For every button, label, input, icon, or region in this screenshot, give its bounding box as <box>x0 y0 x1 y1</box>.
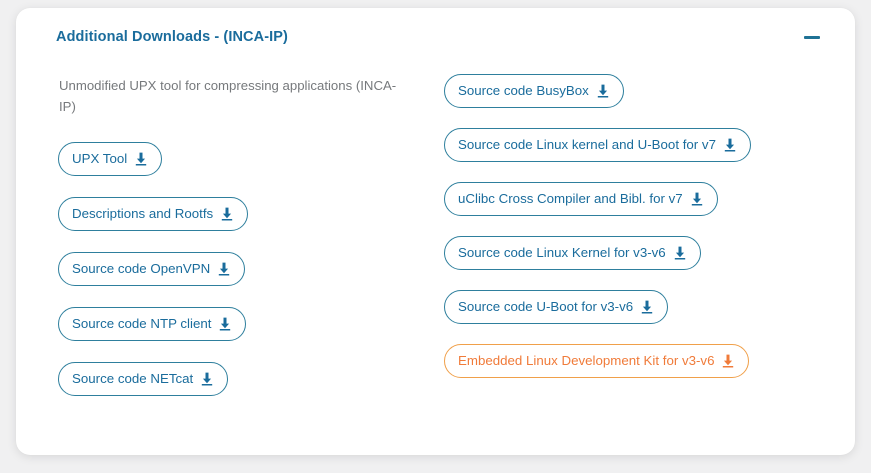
download-icon <box>201 372 213 386</box>
download-button-row: Source code BusyBox <box>444 74 834 108</box>
download-button[interactable]: Source code NETcat <box>58 362 228 396</box>
download-icon <box>597 84 609 98</box>
download-button-label: Descriptions and Rootfs <box>72 207 213 220</box>
left-column: Unmodified UPX tool for compressing appl… <box>58 66 438 417</box>
page-title: Additional Downloads - (INCA-IP) <box>56 29 288 45</box>
download-button-row: Source code NETcat <box>58 362 438 396</box>
download-button[interactable]: Source code U-Boot for v3-v6 <box>444 290 668 324</box>
download-button[interactable]: uClibc Cross Compiler and Bibl. for v7 <box>444 182 718 216</box>
section-description: Unmodified UPX tool for compressing appl… <box>59 75 404 117</box>
download-button[interactable]: Source code OpenVPN <box>58 252 245 286</box>
download-button-row: Source code Linux kernel and U-Boot for … <box>444 128 834 162</box>
download-button[interactable]: Source code Linux Kernel for v3-v6 <box>444 236 701 270</box>
download-button[interactable]: Embedded Linux Development Kit for v3-v6 <box>444 344 749 378</box>
download-button-row: Descriptions and Rootfs <box>58 197 438 231</box>
right-download-list: Source code BusyBoxSource code Linux ker… <box>444 74 834 378</box>
download-button-row: Source code NTP client <box>58 307 438 341</box>
download-button-label: Source code BusyBox <box>458 84 589 97</box>
download-button[interactable]: Source code NTP client <box>58 307 246 341</box>
additional-downloads-card: Additional Downloads - (INCA-IP) Unmodif… <box>16 8 855 455</box>
download-button-row: Source code OpenVPN <box>58 252 438 286</box>
right-column: Source code BusyBoxSource code Linux ker… <box>444 74 834 398</box>
download-button-row: Embedded Linux Development Kit for v3-v6 <box>444 344 834 378</box>
download-button[interactable]: Source code Linux kernel and U-Boot for … <box>444 128 751 162</box>
download-button-row: Source code Linux Kernel for v3-v6 <box>444 236 834 270</box>
download-button-label: Source code Linux Kernel for v3-v6 <box>458 246 666 259</box>
download-button-label: uClibc Cross Compiler and Bibl. for v7 <box>458 192 683 205</box>
card-header: Additional Downloads - (INCA-IP) <box>16 8 855 66</box>
download-button-label: Source code U-Boot for v3-v6 <box>458 300 633 313</box>
download-icon <box>724 138 736 152</box>
download-icon <box>135 152 147 166</box>
download-icon <box>691 192 703 206</box>
download-icon <box>221 207 233 221</box>
minus-icon <box>804 36 820 39</box>
download-icon <box>219 317 231 331</box>
download-icon <box>722 354 734 368</box>
download-button[interactable]: UPX Tool <box>58 142 162 176</box>
card-body: Unmodified UPX tool for compressing appl… <box>16 66 855 455</box>
download-icon <box>218 262 230 276</box>
download-button-label: Source code OpenVPN <box>72 262 210 275</box>
download-button-label: UPX Tool <box>72 152 127 165</box>
download-button-label: Source code NETcat <box>72 372 193 385</box>
left-download-list: UPX ToolDescriptions and RootfsSource co… <box>58 142 438 396</box>
download-button-label: Source code NTP client <box>72 317 211 330</box>
download-button[interactable]: Source code BusyBox <box>444 74 624 108</box>
download-button-label: Embedded Linux Development Kit for v3-v6 <box>458 354 714 367</box>
download-button-row: Source code U-Boot for v3-v6 <box>444 290 834 324</box>
download-icon <box>641 300 653 314</box>
download-button[interactable]: Descriptions and Rootfs <box>58 197 248 231</box>
collapse-section-button[interactable] <box>799 24 825 50</box>
download-button-label: Source code Linux kernel and U-Boot for … <box>458 138 716 151</box>
download-button-row: UPX Tool <box>58 142 438 176</box>
download-icon <box>674 246 686 260</box>
download-button-row: uClibc Cross Compiler and Bibl. for v7 <box>444 182 834 216</box>
